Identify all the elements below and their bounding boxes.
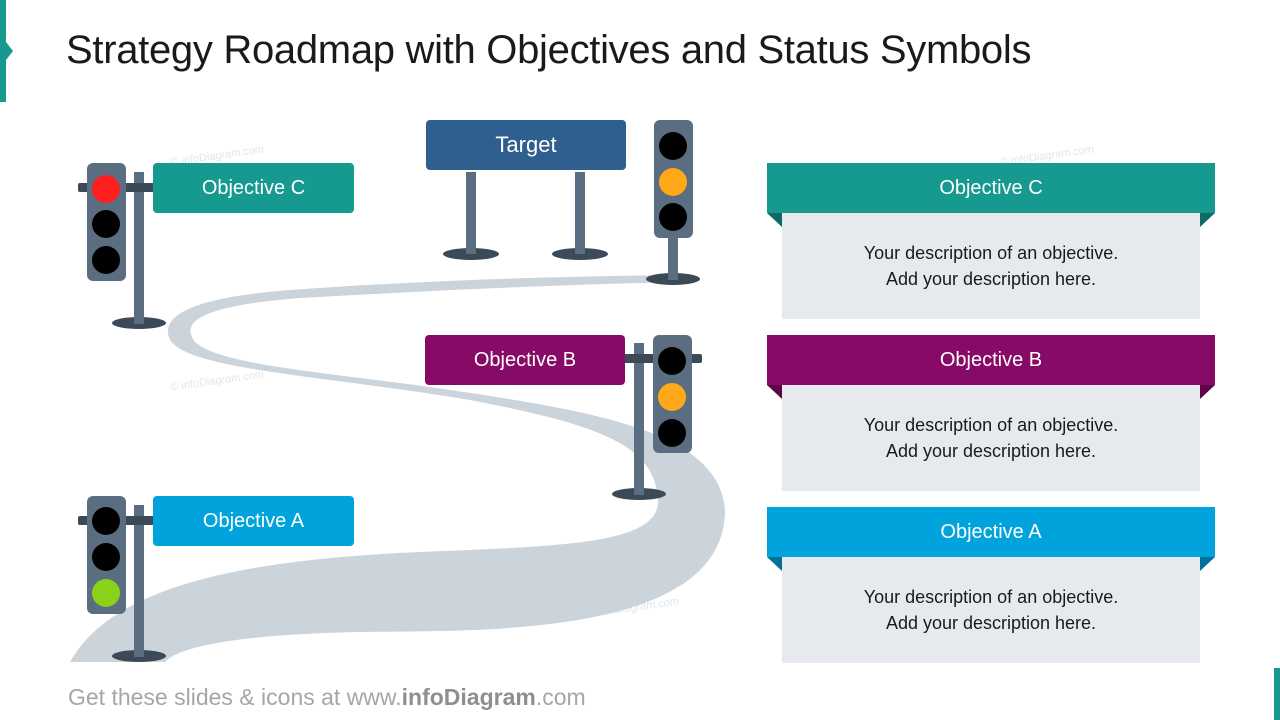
accent-bar — [0, 0, 6, 102]
pole — [134, 505, 144, 657]
card-title: Objective A — [767, 507, 1215, 557]
green-light-off-icon — [658, 419, 686, 447]
card-description: Your description of an objective. Add yo… — [782, 557, 1200, 663]
card-description: Your description of an objective. Add yo… — [782, 213, 1200, 319]
objective-c-label: Objective C — [153, 163, 354, 213]
footer-suffix: .com — [535, 684, 586, 710]
footer: Get these slides & icons at www.infoDiag… — [68, 684, 586, 711]
card-fold-right — [1200, 385, 1215, 399]
green-light-icon — [92, 579, 120, 607]
footer-prefix: Get these slides & icons at www. — [68, 684, 402, 710]
card-description: Your description of an objective. Add yo… — [782, 385, 1200, 491]
footer-brand[interactable]: infoDiagram — [401, 684, 536, 710]
pole — [634, 343, 644, 495]
objective-a-label: Objective A — [153, 496, 354, 546]
description-line: Your description of an objective. — [863, 415, 1119, 435]
red-light-off-icon — [92, 507, 120, 535]
billboard-leg-right — [575, 172, 585, 254]
red-light-icon — [92, 175, 120, 203]
road — [70, 275, 725, 662]
amber-light-icon — [658, 383, 686, 411]
traffic-light-objective-b — [612, 335, 702, 500]
amber-light-off-icon — [92, 543, 120, 571]
target-billboard — [443, 172, 608, 260]
card-fold-left — [767, 385, 782, 399]
accent-bottom-bar — [1274, 668, 1280, 720]
red-light-off-icon — [658, 347, 686, 375]
green-light-off-icon — [659, 203, 687, 231]
amber-light-off-icon — [92, 210, 120, 238]
target-sign: Target — [426, 120, 626, 170]
description-line: Add your description here. — [885, 441, 1097, 461]
accent-notch — [6, 42, 13, 60]
description-line: Add your description here. — [885, 269, 1097, 289]
description-line: Add your description here. — [885, 613, 1097, 633]
traffic-light-objective-a — [78, 496, 166, 662]
pole — [668, 232, 678, 280]
card-fold-right — [1200, 557, 1215, 571]
billboard-leg-left — [466, 172, 476, 254]
amber-light-icon — [659, 168, 687, 196]
card-fold-right — [1200, 213, 1215, 227]
card-title: Objective C — [767, 163, 1215, 213]
pole — [134, 172, 144, 324]
card-fold-left — [767, 557, 782, 571]
page-title: Strategy Roadmap with Objectives and Sta… — [66, 28, 1032, 72]
card-title: Objective B — [767, 335, 1215, 385]
card-fold-left — [767, 213, 782, 227]
description-line: Your description of an objective. — [863, 587, 1119, 607]
red-light-off-icon — [659, 132, 687, 160]
description-line: Your description of an objective. — [863, 243, 1119, 263]
objective-b-label: Objective B — [425, 335, 625, 385]
green-light-off-icon — [92, 246, 120, 274]
traffic-light-objective-c — [78, 163, 166, 329]
traffic-light-target — [646, 120, 700, 285]
